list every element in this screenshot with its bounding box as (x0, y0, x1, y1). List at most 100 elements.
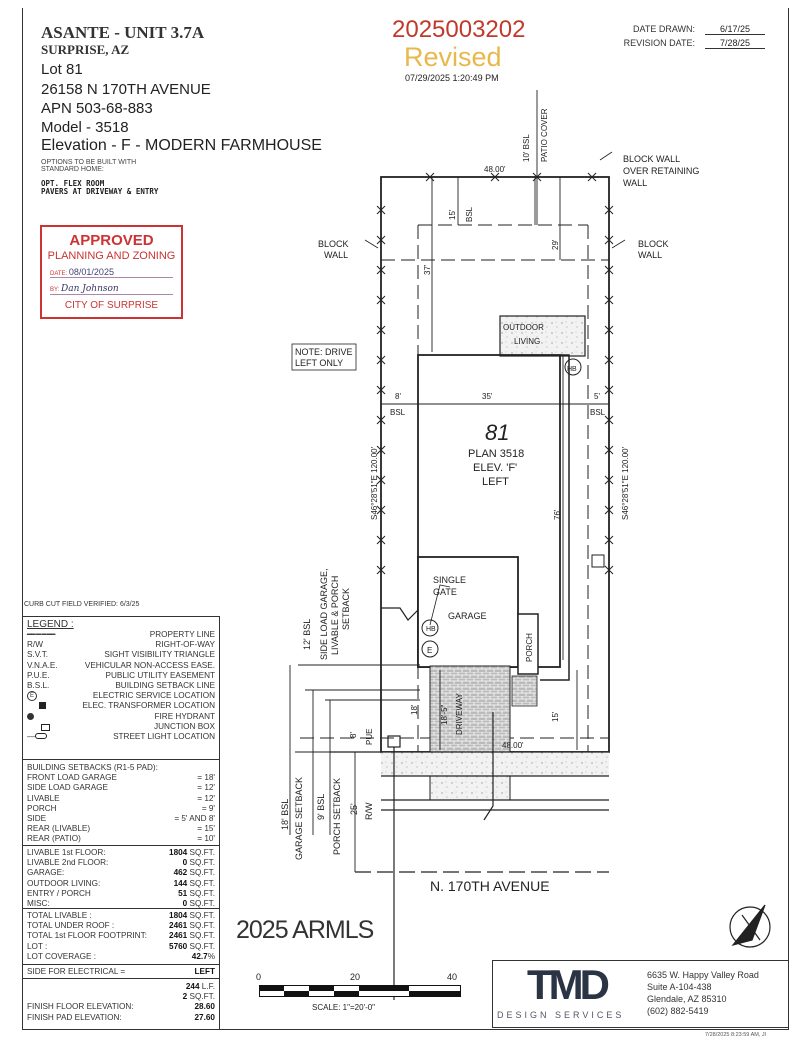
driveway (429, 665, 511, 753)
dimension-label: BSL (590, 408, 606, 417)
outdoor-living (499, 315, 586, 357)
legend-label: VEHICULAR NON-ACCESS EASE. (84, 660, 215, 670)
drive-note: LEFT ONLY (295, 358, 343, 368)
legend-label: SIGHT VISIBILITY TRIANGLE (104, 650, 215, 660)
project-name: ASANTE - UNIT 3.7A (41, 23, 205, 42)
porch (517, 613, 539, 675)
company-tagline: DESIGN SERVICES (497, 1010, 625, 1020)
pue-label: PUE (365, 729, 374, 745)
legend-title: LEGEND : (27, 619, 74, 630)
print-timestamp: 7/28/2025 8:23:59 AM, Jl (705, 1032, 766, 1038)
table-row: SIDE LOAD GARAGE= 12' (27, 783, 215, 793)
table-row: LIVABLE 2nd FLOOR:0 SQ.FT. (27, 858, 215, 868)
setback-label: 9' BSL (316, 794, 326, 820)
driveway-label: DRIVEWAY (455, 693, 464, 735)
table-row: FINISH PAD ELEVATION:27.60 (27, 1012, 215, 1022)
dimension-label: 18' (410, 704, 419, 715)
dimension-label: 37' (423, 264, 432, 275)
legend-row: B.S.L.BUILDING SETBACK LINE (23, 681, 219, 691)
watermark: 2025 ARMLS (236, 916, 374, 944)
stamp-date-label: DATE (50, 271, 66, 277)
leader-line (483, 712, 494, 821)
table-row: SIDE= 5' AND 8' (27, 814, 215, 824)
model: Model - 3518 (41, 119, 129, 136)
street-name: N. 170TH AVENUE (430, 878, 550, 894)
setback-label: LIVABLE & PORCH (330, 576, 340, 655)
company-logo: TMD (527, 961, 610, 1008)
dimension-label: 8' (349, 732, 358, 738)
outdoor-living-label: OUTDOOR (503, 323, 544, 332)
table-row: 2 SQ.FT. (182, 992, 215, 1002)
date-drawn-label: DATE DRAWN: (633, 24, 695, 34)
curb-cut-note: CURB CUT FIELD VERIFIED: 6/3/25 (24, 601, 140, 608)
legend-label: FIRE HYDRANT (154, 711, 216, 721)
dimension-label: 29' (551, 239, 560, 250)
scale-tick: 0 (256, 972, 262, 982)
hose-bib-label: HB (567, 366, 577, 373)
block-wall-marks (376, 172, 614, 575)
stamp-signature: Dan Johnson (61, 284, 119, 294)
leader-line (364, 151, 626, 626)
gate-label: SINGLE (433, 575, 466, 585)
hose-bib-label: HB (426, 626, 436, 633)
dimension-label: 25' (349, 803, 359, 815)
address-line: 6635 W. Happy Valley Road (647, 970, 759, 980)
electric-service-icon (421, 640, 439, 658)
table-row: LOT :5760 SQ.FT. (27, 941, 215, 951)
table-row: LIVABLE= 12' (27, 793, 215, 803)
legend-row: S.V.T. SIGHT VISIBILITY TRIANGLE (23, 650, 219, 660)
transformer-icon (39, 702, 46, 710)
patio-cover-label: PATIO COVER (540, 108, 549, 162)
table-row: REAR (PATIO)= 10' (27, 834, 215, 844)
stamp-by-label: BY (50, 287, 58, 293)
elevation: Elevation - F - MODERN FARMHOUSE (41, 137, 322, 154)
hose-bib-icon (564, 358, 582, 376)
dimension-label: 48.00' (484, 165, 506, 174)
table-row: FRONT LOAD GARAGE= 18' (27, 773, 215, 783)
setback-label: PORCH SETBACK (332, 778, 342, 855)
bearing-label: S46°28'51"E 120.00' (621, 446, 630, 520)
areas-table: LIVABLE 1st FLOOR:1804 SQ.FT. LIVABLE 2n… (22, 845, 220, 909)
date-drawn: 6/17/25 (705, 24, 765, 35)
address-line: Suite A-104-438 (647, 982, 712, 992)
street-light-icon: — (27, 732, 48, 742)
title-block: TMD DESIGN SERVICES 6635 W. Happy Valley… (492, 960, 789, 1028)
dimension-label: 10' BSL (522, 134, 531, 162)
legend-label: JUNCTION BOX (154, 721, 215, 731)
drive-note: NOTE: DRIVE (295, 347, 353, 357)
table-row: REAR (LIVABLE)= 15' (27, 824, 215, 834)
table-row: GARAGE:462 SQ.FT. (27, 868, 215, 878)
stamp-date: 08/01/2025 (68, 267, 114, 277)
legend-row: JUNCTION BOX (23, 722, 219, 732)
legend-row: P.U.E.PUBLIC UTILITY EASEMENT (23, 671, 219, 681)
elevations-table: 244 L.F. 2 SQ.FT. FINISH FLOOR ELEVATION… (22, 978, 220, 1030)
gate (381, 607, 419, 621)
legend-symbol: B.S.L. (27, 681, 50, 691)
plan-name: PLAN 3518 (468, 448, 524, 460)
electric-label: E (427, 646, 432, 655)
setback-label: GARAGE SETBACK (294, 777, 304, 860)
dimension-label: 35' (482, 392, 493, 401)
legend-row: FIRE HYDRANT (23, 712, 219, 722)
bearing-label: S46°28'51"E 120.00' (370, 446, 379, 520)
property-line-icon: ━━ ━ ━ ━━ (27, 630, 55, 639)
sheet-border (22, 8, 789, 1030)
retaining-wall-label: BLOCK WALL (623, 154, 680, 164)
fire-hydrant-icon (27, 712, 34, 720)
house-outline (540, 354, 570, 681)
retaining-wall-label: OVER RETAINING (623, 166, 699, 176)
options-label-line: OPTIONS TO BE BUILT WITH (41, 159, 137, 166)
plan-lot-number: 81 (485, 420, 509, 445)
legend-label: PROPERTY LINE (149, 630, 215, 639)
legend-row: —STREET LIGHT LOCATION (23, 732, 219, 742)
legend-symbol: S.V.T. (27, 650, 49, 660)
legend-row: ━━ ━ ━ ━━ PROPERTY LINE (23, 630, 219, 640)
street-lines (330, 751, 609, 811)
legend-label: PUBLIC UTILITY EASEMENT (105, 670, 216, 680)
